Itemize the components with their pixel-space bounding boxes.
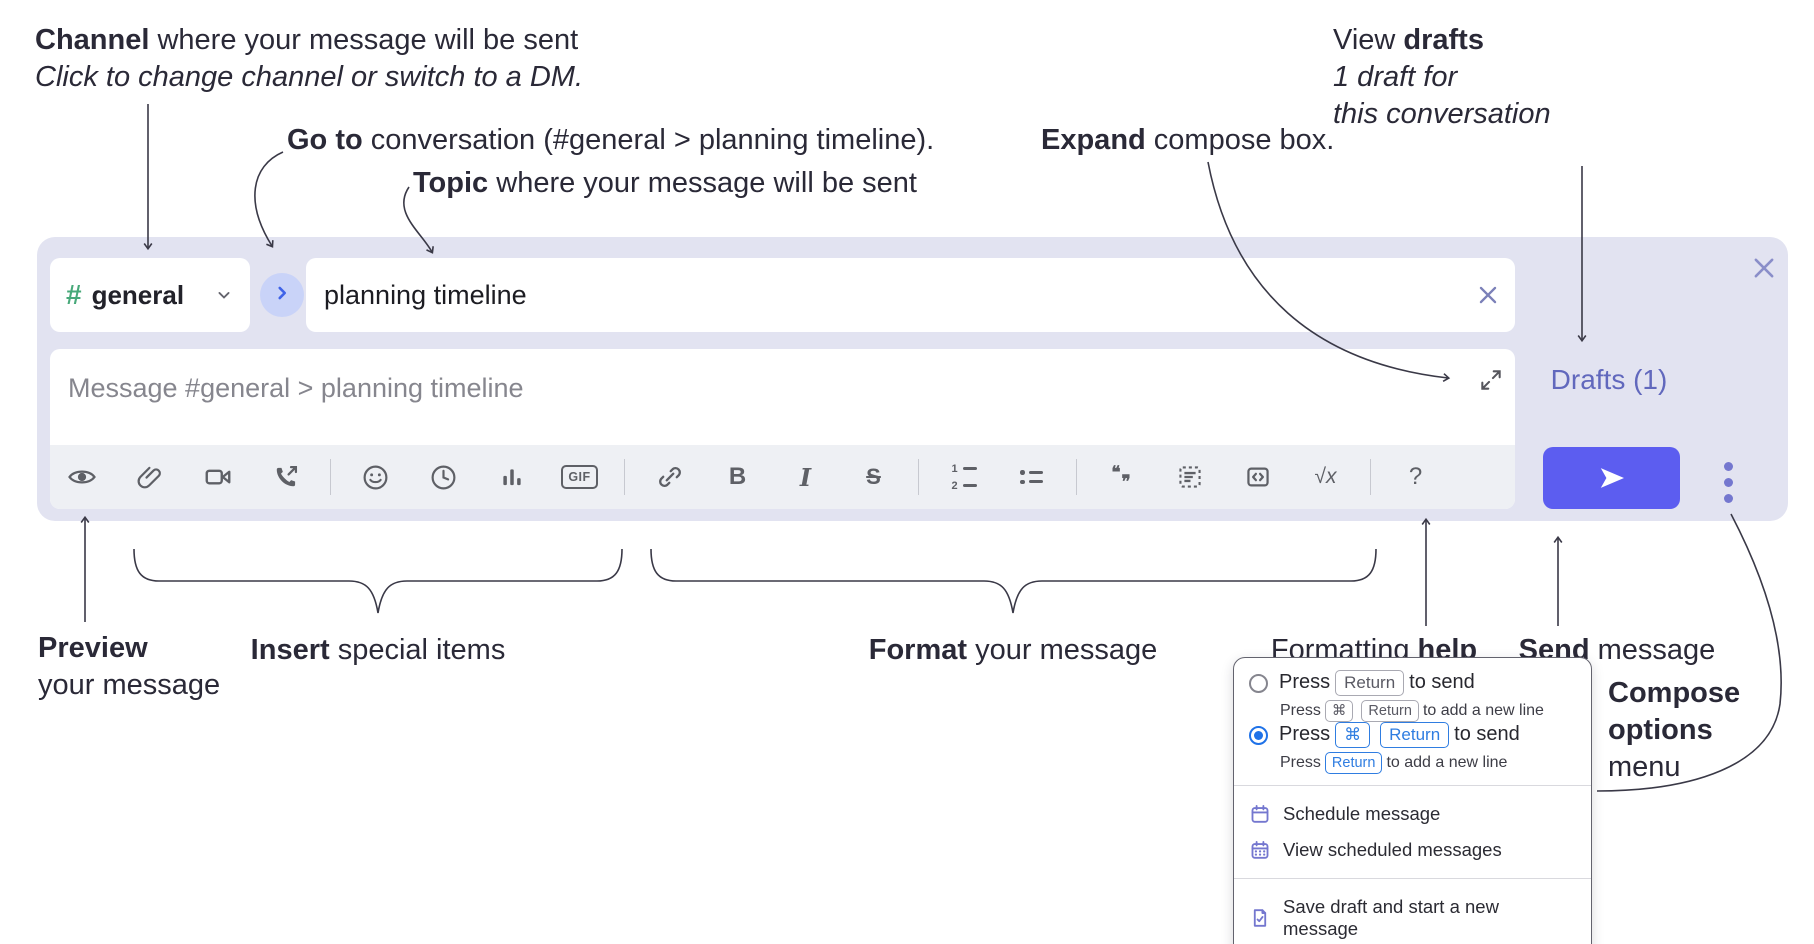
strikethrough-icon: S: [866, 464, 881, 489]
clock-icon: [431, 465, 456, 489]
link-icon: [658, 466, 681, 488]
bullet-list-button[interactable]: [1008, 455, 1055, 499]
annotation-expand: Expand compose box.: [1041, 124, 1335, 156]
poll-button[interactable]: [488, 455, 535, 499]
video-clip-button[interactable]: [194, 455, 241, 499]
annotation-compose-options: Compose options menu: [1608, 677, 1741, 783]
bold-icon: B: [728, 463, 747, 490]
menu-item-view-scheduled[interactable]: View scheduled messages: [1249, 833, 1576, 867]
help-icon: ?: [1408, 463, 1423, 490]
strikethrough-button[interactable]: S: [850, 455, 897, 499]
expand-compose-button[interactable]: [1478, 367, 1504, 393]
toolbar-divider: [918, 459, 919, 495]
message-compose-area[interactable]: Message #general > planning timeline: [50, 349, 1515, 509]
drafts-link[interactable]: Drafts (1): [1550, 364, 1668, 395]
menu-item-save-draft[interactable]: Save draft and start a new message: [1249, 890, 1576, 944]
toolbar-divider: [1370, 459, 1371, 495]
blockquote-button[interactable]: ❝❞: [1098, 455, 1145, 499]
radio-selected-icon[interactable]: [1249, 725, 1268, 745]
topic-input[interactable]: [322, 278, 1463, 312]
kebab-dot: [1723, 461, 1733, 471]
annotation-preview: Preview your message: [38, 632, 221, 701]
bold-button[interactable]: B: [714, 455, 761, 499]
eye-icon: [67, 470, 96, 484]
annotation-view-drafts: View drafts 1 draft for this conversatio…: [1333, 24, 1551, 130]
text-snippet-icon: [1178, 466, 1201, 488]
calendar-icon: [1249, 803, 1271, 825]
compose-options-button[interactable]: [1716, 458, 1740, 506]
kebab-dot: [1723, 493, 1733, 503]
annotation-insert: Insert special items: [250, 634, 506, 666]
menu-divider: [1234, 785, 1591, 786]
chevron-down-icon: [214, 285, 234, 305]
kbd-cmd: ⌘: [1324, 700, 1354, 722]
quote-icon: ❝❞: [1111, 462, 1132, 491]
annotation-format: Format your message: [868, 634, 1158, 666]
attach-file-button[interactable]: [126, 455, 173, 499]
kbd-cmd: ⌘: [1335, 722, 1371, 748]
channel-hash-icon: #: [66, 279, 82, 310]
annotation-topic: Topic where your message will be sent: [413, 167, 917, 199]
bullet-list-icon: [1020, 470, 1043, 484]
recent-button[interactable]: [420, 455, 467, 499]
bar-chart-icon: [502, 469, 521, 486]
channel-selector[interactable]: # general: [50, 258, 250, 332]
send-button[interactable]: [1543, 447, 1680, 509]
channel-name: general: [91, 279, 185, 310]
kbd-return: Return: [1324, 752, 1383, 774]
formatting-help-button[interactable]: ?: [1392, 455, 1439, 499]
formula-button[interactable]: √x: [1302, 455, 1349, 499]
video-camera-icon: [205, 469, 230, 485]
italic-icon: I: [799, 462, 812, 492]
toolbar-divider: [624, 459, 625, 495]
chevron-right-icon: [271, 282, 293, 309]
message-placeholder: Message #general > planning timeline: [68, 373, 524, 403]
kbd-return: Return: [1380, 722, 1450, 748]
code-block-icon: [1246, 467, 1269, 487]
paperclip-icon: [137, 466, 161, 489]
emoji-icon: [363, 465, 388, 489]
kbd-return: Return: [1361, 700, 1419, 722]
clear-topic-button[interactable]: [1473, 280, 1503, 310]
audio-call-button[interactable]: [262, 455, 309, 499]
compose-box: # general Message #general > planning ti…: [37, 237, 1788, 521]
text-snippet-button[interactable]: [1166, 455, 1213, 499]
kebab-dot: [1723, 477, 1733, 487]
italic-button[interactable]: I: [782, 455, 829, 499]
annotation-goto: Go to conversation (#general > planning …: [287, 124, 935, 156]
toolbar-divider: [330, 459, 331, 495]
ordered-list-icon: 1 2: [951, 463, 977, 492]
connector-goto: [254, 151, 284, 248]
menu-item-schedule-message[interactable]: Schedule message: [1249, 797, 1576, 831]
goto-conversation-button[interactable]: [260, 273, 304, 317]
compose-toolbar: GIF B I S 1 2: [50, 445, 1515, 509]
link-button[interactable]: [646, 455, 693, 499]
annotation-channel: Channel where your message will be sent …: [35, 24, 584, 93]
radio-unselected-icon[interactable]: [1249, 673, 1268, 693]
emoji-button[interactable]: [352, 455, 399, 499]
preview-button[interactable]: [58, 455, 105, 499]
save-draft-icon: [1249, 907, 1271, 929]
close-compose-button[interactable]: [1749, 253, 1779, 283]
toolbar-divider: [1076, 459, 1077, 495]
brace-format: [650, 548, 1377, 614]
brace-insert: [133, 548, 623, 614]
topic-field: [306, 258, 1515, 332]
gif-icon: GIF: [561, 465, 598, 489]
phone-call-icon: [276, 465, 297, 487]
send-icon: [1600, 468, 1624, 488]
calendar-grid-icon: [1249, 839, 1271, 861]
formula-icon: √x: [1314, 465, 1337, 488]
kbd-return: Return: [1335, 670, 1405, 696]
ordered-list-button[interactable]: 1 2: [940, 455, 987, 499]
code-block-button[interactable]: [1234, 455, 1281, 499]
gif-button[interactable]: GIF: [556, 455, 603, 499]
menu-divider: [1234, 878, 1591, 879]
